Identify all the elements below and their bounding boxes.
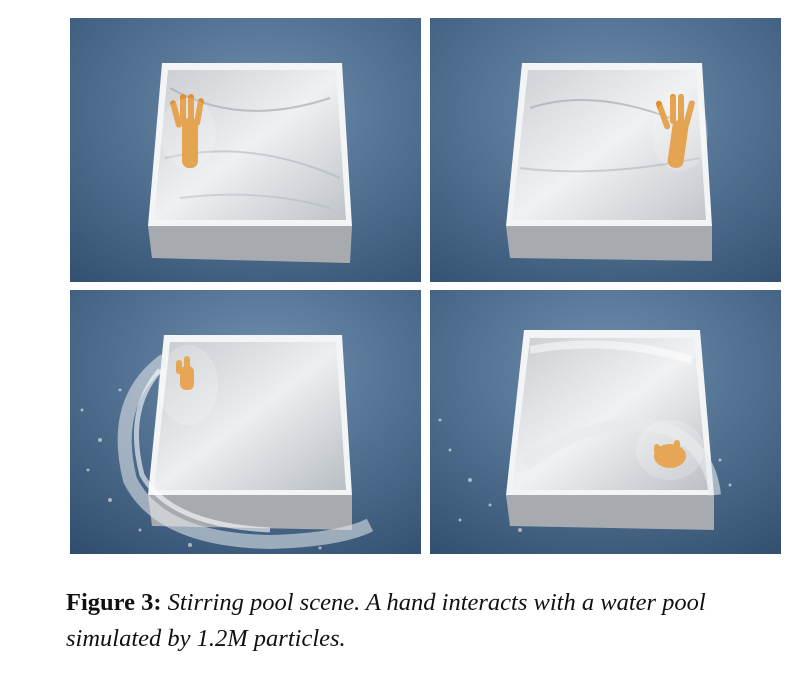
figure-panel-hand-entering [70, 18, 421, 282]
figure-image-grid [70, 18, 782, 554]
figure-caption-text: Stirring pool scene. A hand interacts wi… [66, 589, 706, 652]
figure-label: Figure 3: [66, 589, 162, 616]
pool-render-3 [70, 290, 421, 554]
figure-panel-wave-crest [430, 290, 781, 554]
figure-panel-hand-stirring [430, 18, 781, 282]
hand-model [654, 440, 686, 468]
figure-caption: Figure 3: Stirring pool scene. A hand in… [66, 585, 796, 657]
pool-render-4 [430, 290, 781, 554]
figure-panel-wave-splash [70, 290, 421, 554]
hand-model [176, 356, 194, 390]
pool-render-2 [430, 18, 781, 282]
hand-model [655, 94, 695, 168]
pool-render-1 [70, 18, 421, 282]
hand-model [170, 94, 204, 168]
